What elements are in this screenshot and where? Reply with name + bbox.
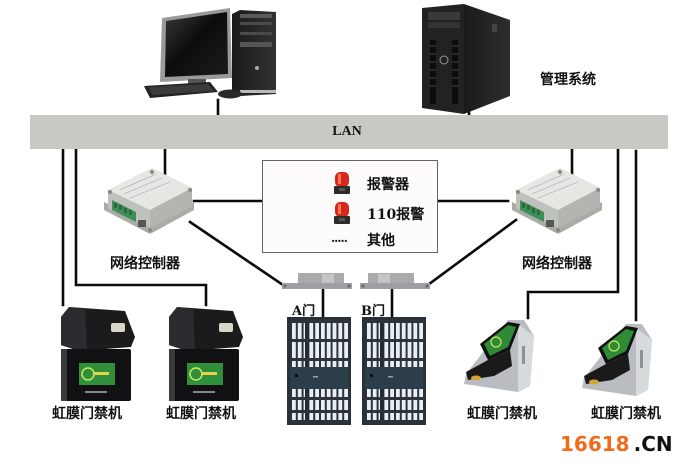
iris-terminal-2 xyxy=(163,303,245,403)
alarm-beacon-icon xyxy=(334,202,350,224)
wire-controller-right-lock-b xyxy=(423,218,518,289)
door-a-label: A门 xyxy=(292,304,316,319)
iris-terminal-wall-icon xyxy=(61,307,135,401)
workstation-pc xyxy=(140,6,280,102)
alarm-panel: 报警器 110报警 ..... 其他 xyxy=(262,160,438,253)
electric-lock-icon xyxy=(282,273,352,289)
alarm-item-label: 其他 xyxy=(367,233,395,249)
network-controller-right xyxy=(508,168,604,248)
alarm-item-siren: 报警器 xyxy=(263,171,437,195)
door-b xyxy=(362,317,426,425)
network-controller-right-label: 网络控制器 xyxy=(522,256,592,272)
iris-terminal-4 xyxy=(576,318,668,398)
network-controller-left xyxy=(100,168,196,248)
door-a xyxy=(287,317,351,425)
door-icon xyxy=(362,317,426,425)
wire-controller-left-lock-a xyxy=(188,220,285,287)
iris-terminal-4-label: 虹膜门禁机 xyxy=(591,406,661,422)
iris-terminal-1 xyxy=(55,303,137,403)
wire-lan-terminal-2 xyxy=(74,147,208,307)
electric-lock-b xyxy=(360,271,430,291)
iris-terminal-1-label: 虹膜门禁机 xyxy=(52,406,122,422)
iris-terminal-3 xyxy=(458,314,550,394)
iris-terminal-3-label: 虹膜门禁机 xyxy=(467,406,537,422)
lan-bus: LAN xyxy=(30,115,668,149)
watermark-domain: .CN xyxy=(633,432,673,456)
watermark-number: 16618 xyxy=(560,432,630,456)
alarm-item-label: 报警器 xyxy=(367,177,409,193)
tower-server-icon xyxy=(422,4,510,114)
network-controller-left-label: 网络控制器 xyxy=(110,256,180,272)
door-b-label: B门 xyxy=(361,304,385,319)
network-controller-icon xyxy=(512,168,602,234)
management-server xyxy=(420,2,514,114)
wire-lan-terminal-3 xyxy=(526,147,620,320)
desktop-computer-icon xyxy=(144,8,276,99)
door-icon xyxy=(287,317,351,425)
alarm-beacon-icon xyxy=(334,172,350,194)
network-controller-icon xyxy=(104,168,194,234)
ellipsis-icon: ..... xyxy=(331,231,348,245)
management-system-label: 管理系统 xyxy=(540,72,596,88)
alarm-item-other: ..... 其他 xyxy=(263,229,437,249)
iris-terminal-wall-icon xyxy=(169,307,243,401)
watermark: 16618.CN xyxy=(560,432,673,456)
electric-lock-icon xyxy=(360,273,430,289)
lan-label: LAN xyxy=(332,124,362,139)
iris-terminal-desktop-icon xyxy=(464,320,534,392)
iris-terminal-desktop-icon xyxy=(582,324,652,396)
alarm-item-label: 110报警 xyxy=(367,207,425,223)
electric-lock-a xyxy=(282,271,352,291)
alarm-item-110: 110报警 xyxy=(263,201,437,225)
iris-terminal-2-label: 虹膜门禁机 xyxy=(166,406,236,422)
